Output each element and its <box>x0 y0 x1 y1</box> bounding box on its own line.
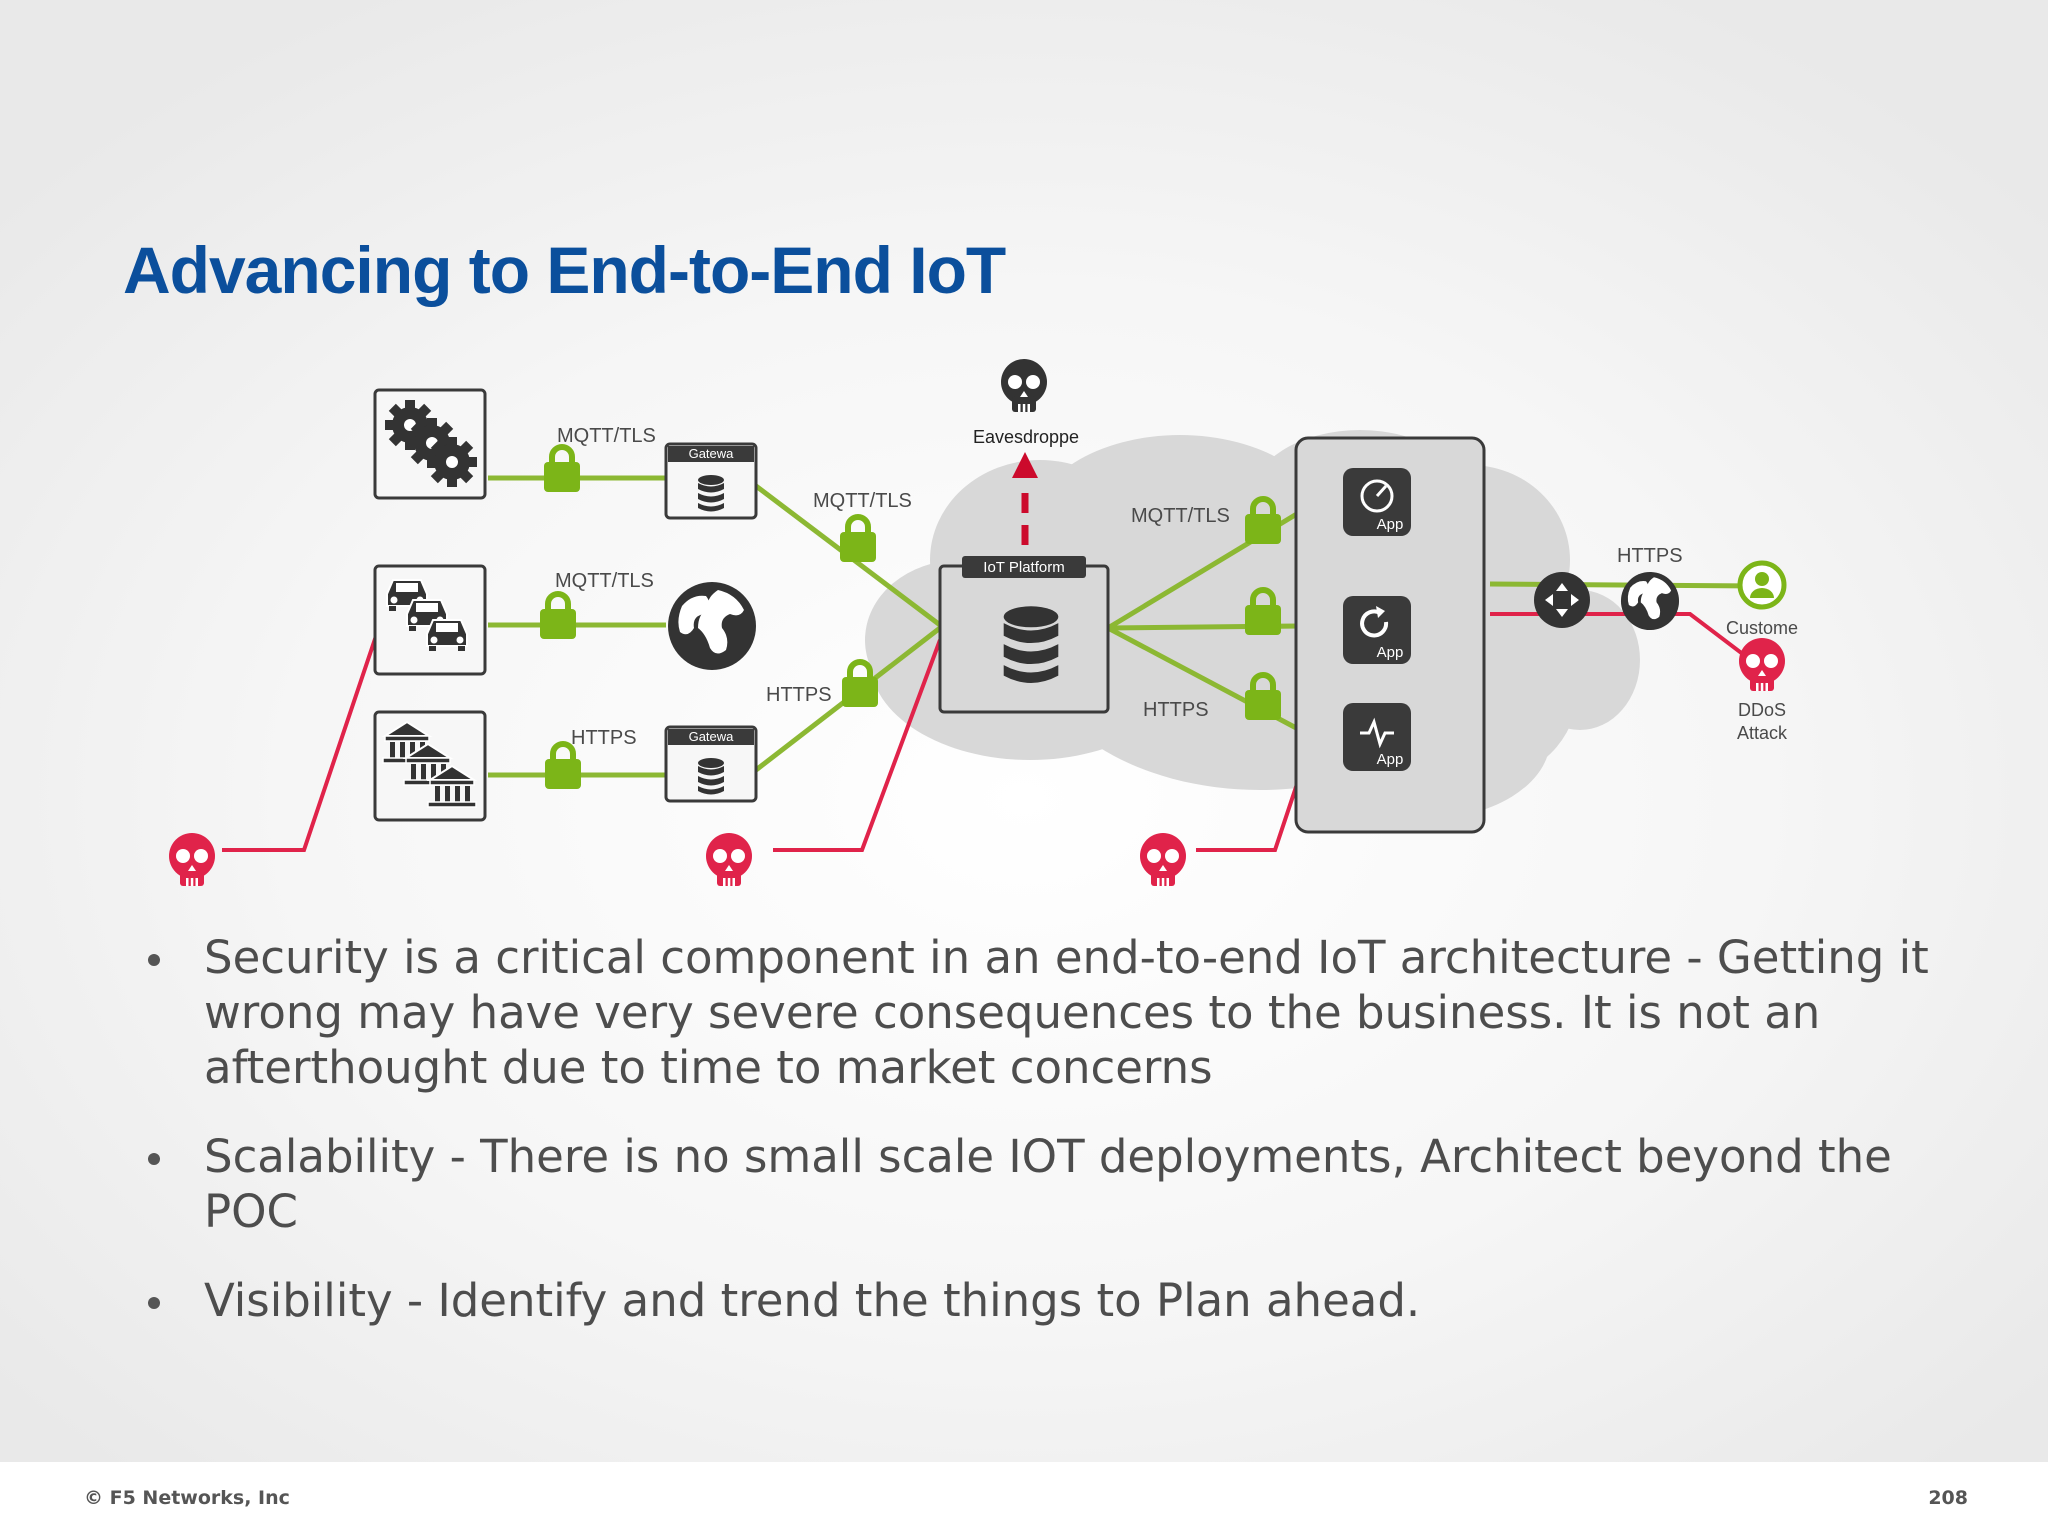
lock-icon <box>842 662 878 707</box>
buildings-box <box>373 710 487 822</box>
gateway-top: Gatewa <box>664 442 758 520</box>
label-https-customer: HTTPS <box>1617 545 1683 567</box>
bullet-visibility: Visibility - Identify and trend the thin… <box>148 1273 1968 1328</box>
svg-text:IoT Platform: IoT Platform <box>983 559 1064 576</box>
slide-footer: © F5 Networks, Inc 208 <box>0 1462 2048 1536</box>
ddos-skull-icon <box>1739 638 1785 691</box>
gateway-bottom: Gatewa <box>664 725 758 803</box>
attacker-skull-icon <box>706 833 752 886</box>
globe-icon <box>1620 571 1680 631</box>
ddos-label-line2: Attack <box>1737 723 1788 743</box>
slide-title: Advancing to End-to-End IoT <box>123 233 1006 307</box>
eavesdropper-label: Eavesdroppe <box>973 427 1079 447</box>
bullet-security: Security is a critical component in an e… <box>148 930 1968 1095</box>
eavesdrop-arrow <box>1012 452 1038 545</box>
label-mqtt-gateway: MQTT/TLS <box>813 490 912 512</box>
customer-label: Custome <box>1726 618 1798 638</box>
label-https-bottom: HTTPS <box>571 727 637 749</box>
label-mqtt-platform: MQTT/TLS <box>1131 505 1230 527</box>
app-tile-dashboard[interactable]: App <box>1343 468 1411 536</box>
globe-icon <box>668 582 756 670</box>
app-tile-activity[interactable]: App <box>1343 703 1411 771</box>
lock-icon <box>840 517 876 562</box>
car-icon <box>426 619 468 652</box>
lock-icon <box>544 447 580 492</box>
bullet-list: Security is a critical component in an e… <box>148 930 1968 1328</box>
activity-icon <box>1360 717 1394 749</box>
app-tile-refresh[interactable]: App <box>1343 596 1411 664</box>
eavesdropper-skull-icon <box>1001 359 1047 412</box>
svg-text:App: App <box>1377 751 1404 768</box>
lock-icon <box>545 744 581 789</box>
copyright-text: © F5 Networks, Inc <box>84 1487 290 1509</box>
iot-architecture-diagram: Gatewa Gatewa IoT Platform App App Ap <box>169 359 1798 886</box>
router-icon <box>1534 572 1590 628</box>
bullet-scalability: Scalability - There is no small scale IO… <box>148 1129 1968 1239</box>
industrial-devices-box <box>373 388 487 500</box>
customer-icon <box>1737 560 1787 610</box>
gear-icon <box>427 437 477 487</box>
svg-text:Gatewa: Gatewa <box>689 729 735 744</box>
speedometer-icon <box>1360 479 1394 513</box>
iot-platform-box: IoT Platform <box>938 556 1110 714</box>
label-https-platform: HTTPS <box>1143 699 1209 721</box>
lock-icon <box>540 594 576 639</box>
label-mqtt-top: MQTT/TLS <box>557 425 656 447</box>
ddos-label-line1: DDoS <box>1738 700 1786 720</box>
refresh-icon <box>1360 609 1389 638</box>
label-mqtt-middle: MQTT/TLS <box>555 570 654 592</box>
label-https-gateway: HTTPS <box>766 684 832 706</box>
svg-text:Gatewa: Gatewa <box>689 446 735 461</box>
page-number: 208 <box>1928 1487 1968 1509</box>
svg-text:App: App <box>1377 644 1404 661</box>
vehicles-box <box>373 564 487 676</box>
attacker-skull-icon <box>1140 833 1186 886</box>
attacker-skull-icon <box>169 833 215 886</box>
svg-text:App: App <box>1377 516 1404 533</box>
